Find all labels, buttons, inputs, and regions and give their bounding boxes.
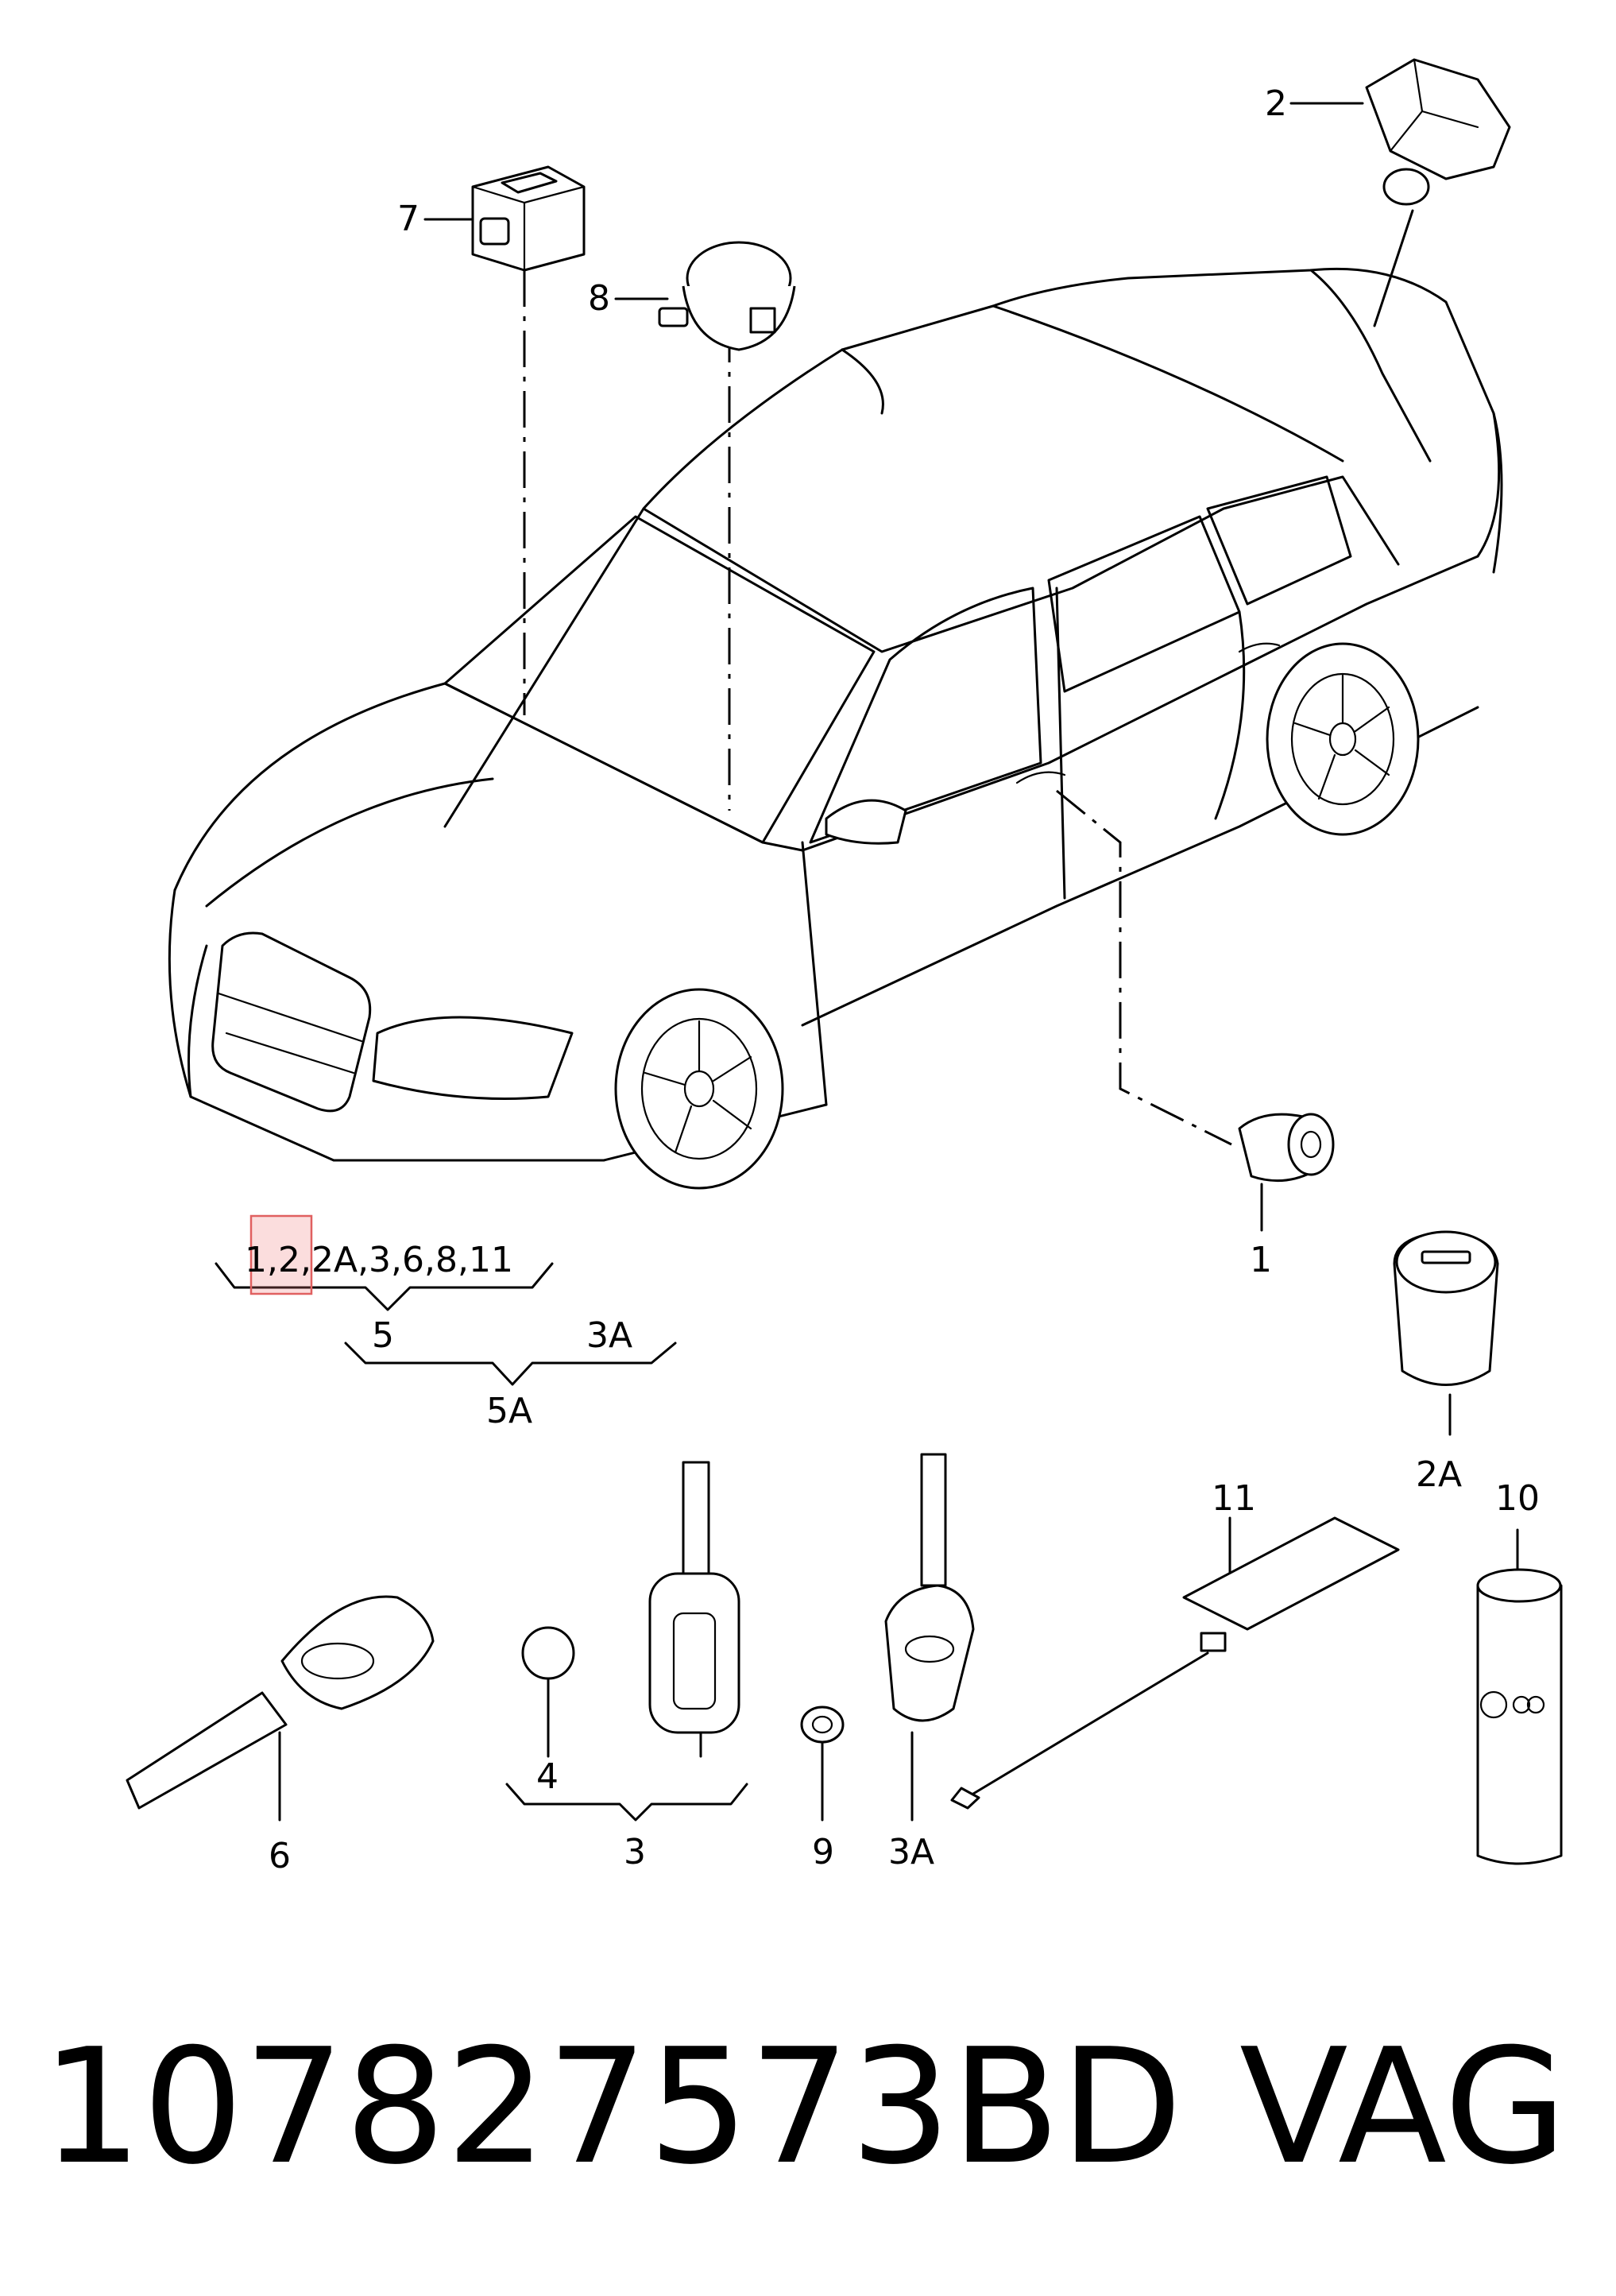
group-row1-rest: 2A,3,6,8,11	[311, 1240, 513, 1280]
part-10-can	[1476, 1568, 1563, 1865]
part-2-ignition	[1365, 58, 1511, 206]
part-11-antenna	[950, 1516, 1400, 1810]
callout-9: 9	[812, 1832, 834, 1872]
rear-wheel	[1266, 642, 1420, 836]
callout-1: 1	[1250, 1240, 1272, 1280]
part-1-door-lock	[1238, 1113, 1335, 1183]
part-6-key	[126, 1595, 435, 1810]
callout-6: 6	[269, 1836, 291, 1876]
group-5: 5	[372, 1315, 394, 1356]
car-illustration	[168, 267, 1503, 1190]
callout-3: 3	[624, 1832, 646, 1872]
part-9-ring	[800, 1706, 845, 1744]
callout-10: 10	[1495, 1478, 1540, 1519]
group-row1: 1,2,2A,3,6,8,11	[245, 1240, 513, 1280]
part-3a-key	[884, 1453, 975, 1722]
part-7-switch	[471, 165, 586, 272]
callout-11: 11	[1212, 1478, 1256, 1519]
callout-2a: 2A	[1416, 1454, 1462, 1495]
group-3a: 3A	[586, 1315, 632, 1356]
callout-7: 7	[397, 199, 419, 239]
part-3-flip-key	[648, 1461, 740, 1734]
callout-highlight	[249, 1214, 313, 1295]
front-wheel	[614, 988, 784, 1190]
part-8-cylinder	[658, 241, 796, 351]
part-number: 107827573BD	[41, 2015, 1182, 2200]
callout-3a: 3A	[888, 1832, 934, 1872]
callout-8: 8	[588, 278, 610, 319]
callout-4: 4	[536, 1756, 559, 1797]
group-row1-highlighted: 1,2,	[245, 1240, 311, 1280]
part-4-battery	[521, 1626, 575, 1680]
group-5a: 5A	[486, 1391, 532, 1431]
part-2a-cylinder	[1393, 1230, 1499, 1386]
brand-label: VAG	[1239, 2015, 1567, 2200]
callout-2: 2	[1265, 83, 1287, 124]
